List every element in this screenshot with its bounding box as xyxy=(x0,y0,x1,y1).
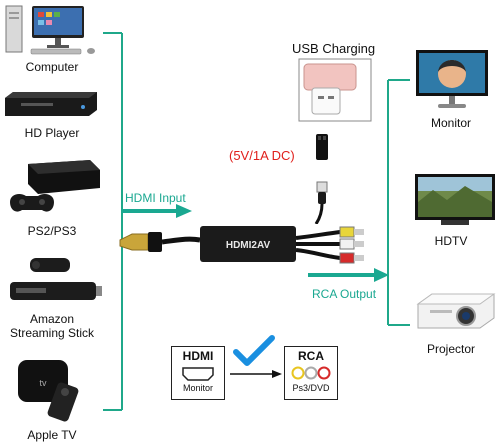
amazon-label-line1: Amazon xyxy=(0,312,104,326)
arrow-right-icon xyxy=(228,368,284,380)
projector-icon xyxy=(414,288,498,336)
apple-tv-icon: tv xyxy=(14,356,84,422)
computer-label: Computer xyxy=(0,60,104,74)
rca-legend-caption: Ps3/DVD xyxy=(285,383,337,393)
svg-text:tv: tv xyxy=(39,378,47,388)
rca-legend-box: RCA Ps3/DVD xyxy=(284,346,338,400)
hdmi-input-label: HDMI Input xyxy=(125,191,186,205)
charger-icon xyxy=(298,58,372,122)
power-spec-label: (5V/1A DC) xyxy=(229,148,295,163)
monitor-label: Monitor xyxy=(404,116,498,130)
monitor-icon xyxy=(412,48,492,112)
ps2-ps3-label: PS2/PS3 xyxy=(0,224,104,238)
apple-tv-label: Apple TV xyxy=(0,428,104,442)
amazon-label: Amazon Streaming Stick xyxy=(0,312,104,340)
hdtv-icon xyxy=(413,172,497,228)
rca-legend-title: RCA xyxy=(285,349,337,363)
converter-graphic: HDMI2AV xyxy=(118,218,390,280)
hdmi-legend-box: HDMI Monitor xyxy=(171,346,225,400)
converter-box-text: HDMI2AV xyxy=(226,240,271,251)
amazon-label-line2: Streaming Stick xyxy=(0,326,104,340)
hdmi-legend-title: HDMI xyxy=(172,349,224,363)
check-icon xyxy=(232,334,276,370)
rca-output-label: RCA Output xyxy=(312,287,376,301)
hdmi-legend-caption: Monitor xyxy=(172,383,224,393)
hd-player-label: HD Player xyxy=(0,126,104,140)
rca-ports-icon xyxy=(291,366,331,380)
hdmi-port-icon xyxy=(182,367,214,381)
projector-label: Projector xyxy=(404,342,498,356)
game-console-icon xyxy=(8,158,102,220)
hd-player-icon xyxy=(3,90,99,118)
hdtv-label: HDTV xyxy=(404,234,498,248)
computer-icon xyxy=(5,4,100,56)
usb-plug-icon xyxy=(306,132,338,224)
streaming-stick-icon xyxy=(8,256,104,306)
usb-charging-label: USB Charging xyxy=(292,41,375,56)
